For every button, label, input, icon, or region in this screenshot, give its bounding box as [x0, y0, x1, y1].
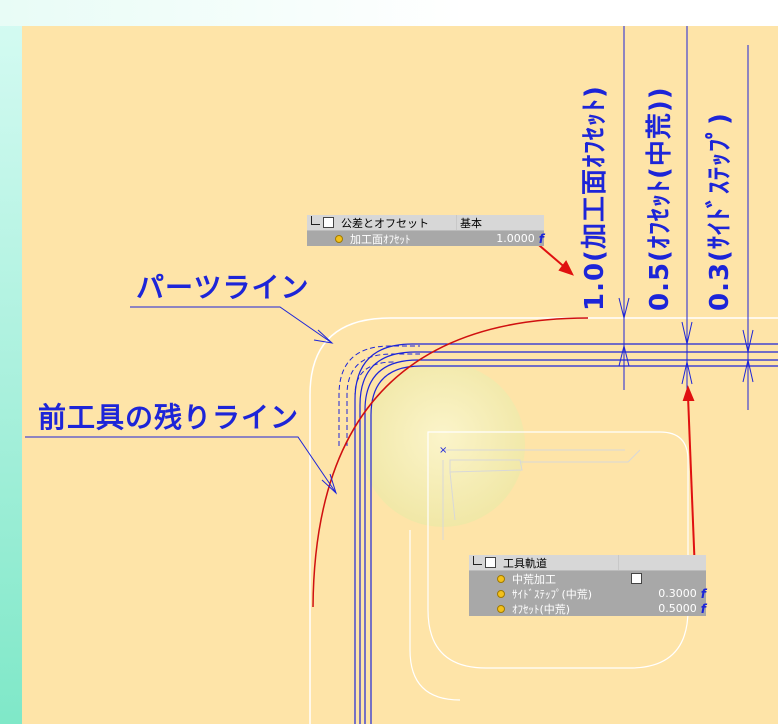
tool-ball: [361, 363, 525, 527]
toolpath-panel[interactable]: 工具軌道 中荒加工 ｻｲﾄﾞｽﾃｯﾌﾟ(中荒) 0.3000 f ｵﾌｾｯﾄ(中…: [469, 555, 706, 616]
property-name: ｵﾌｾｯﾄ(中荒): [512, 602, 571, 616]
formula-icon[interactable]: f: [700, 601, 706, 616]
side-step-dimension-label: 0.3(ｻｲﾄﾞｽﾃｯﾌﾟ): [705, 112, 735, 311]
tolerance-offset-panel[interactable]: 公差とオフセット 基本 加工面ｵﾌｾｯﾄ 1.0000 f: [307, 215, 544, 246]
tool-holder-sketch: [442, 449, 641, 540]
property-name: 加工面ｵﾌｾｯﾄ: [350, 232, 411, 246]
tolerance-group-checkbox[interactable]: [323, 217, 334, 228]
left-window-edge: [0, 0, 22, 724]
outer-part-outline: [409, 530, 461, 701]
property-row[interactable]: 加工面ｵﾌｾｯﾄ 1.0000 f: [307, 231, 544, 246]
previous-tool-line-dashed-2: [346, 353, 420, 446]
property-bullet-icon: [497, 589, 505, 598]
part-line-label: パーツライン: [136, 271, 310, 304]
panel-title-value: 基本: [460, 216, 482, 230]
inner-part-outline: [427, 431, 689, 669]
tree-branch-icon: [311, 216, 320, 225]
top-window-edge: [0, 0, 778, 26]
property-name: 中荒加工: [512, 572, 556, 586]
diagram-canvas: × パーツライン 前工具の残りライン 1.0: [22, 26, 778, 724]
property-value[interactable]: 0.3000: [658, 587, 697, 600]
offset-line-3: [364, 359, 778, 724]
property-row[interactable]: ｵﾌｾｯﾄ(中荒) 0.5000 f: [469, 601, 706, 616]
property-bullet-icon: [497, 574, 505, 583]
panel-title: 工具軌道: [503, 556, 547, 570]
machining-offset-dimension-label: 1.0(加工面ｵﾌｾｯﾄ): [580, 85, 610, 311]
tree-branch-icon: [473, 556, 482, 565]
property-bullet-icon: [335, 234, 343, 243]
property-bullet-icon: [497, 604, 505, 613]
property-name: ｻｲﾄﾞｽﾃｯﾌﾟ(中荒): [512, 587, 593, 601]
previous-tool-line-dashed-1: [338, 345, 420, 446]
tool-center-mark: ×: [439, 445, 447, 456]
property-row[interactable]: ｻｲﾄﾞｽﾃｯﾌﾟ(中荒) 0.3000 f: [469, 586, 706, 601]
dim-arrows: [618, 297, 754, 385]
formula-icon[interactable]: f: [538, 231, 544, 246]
panel-title: 公差とオフセット: [341, 216, 429, 230]
offset-line-1: [354, 343, 778, 724]
leader-lines: [25, 306, 338, 495]
property-row[interactable]: 中荒加工: [469, 571, 706, 586]
semi-offset-dimension-label: 0.5(ｵﾌｾｯﾄ(中荒)): [645, 86, 675, 311]
property-value[interactable]: 0.5000: [658, 602, 697, 615]
semi-rough-checkbox[interactable]: [631, 573, 642, 584]
property-value[interactable]: 1.0000: [496, 232, 535, 245]
offset-line-2: [359, 351, 778, 724]
formula-icon[interactable]: f: [700, 586, 706, 601]
offset-line-4: [370, 365, 778, 724]
previous-tool-remaining-line: [312, 317, 589, 608]
previous-tool-line-label: 前工具の残りライン: [38, 401, 300, 434]
part-line: [309, 317, 778, 724]
toolpath-group-checkbox[interactable]: [485, 557, 496, 568]
offset-diagram: ×: [25, 26, 778, 724]
